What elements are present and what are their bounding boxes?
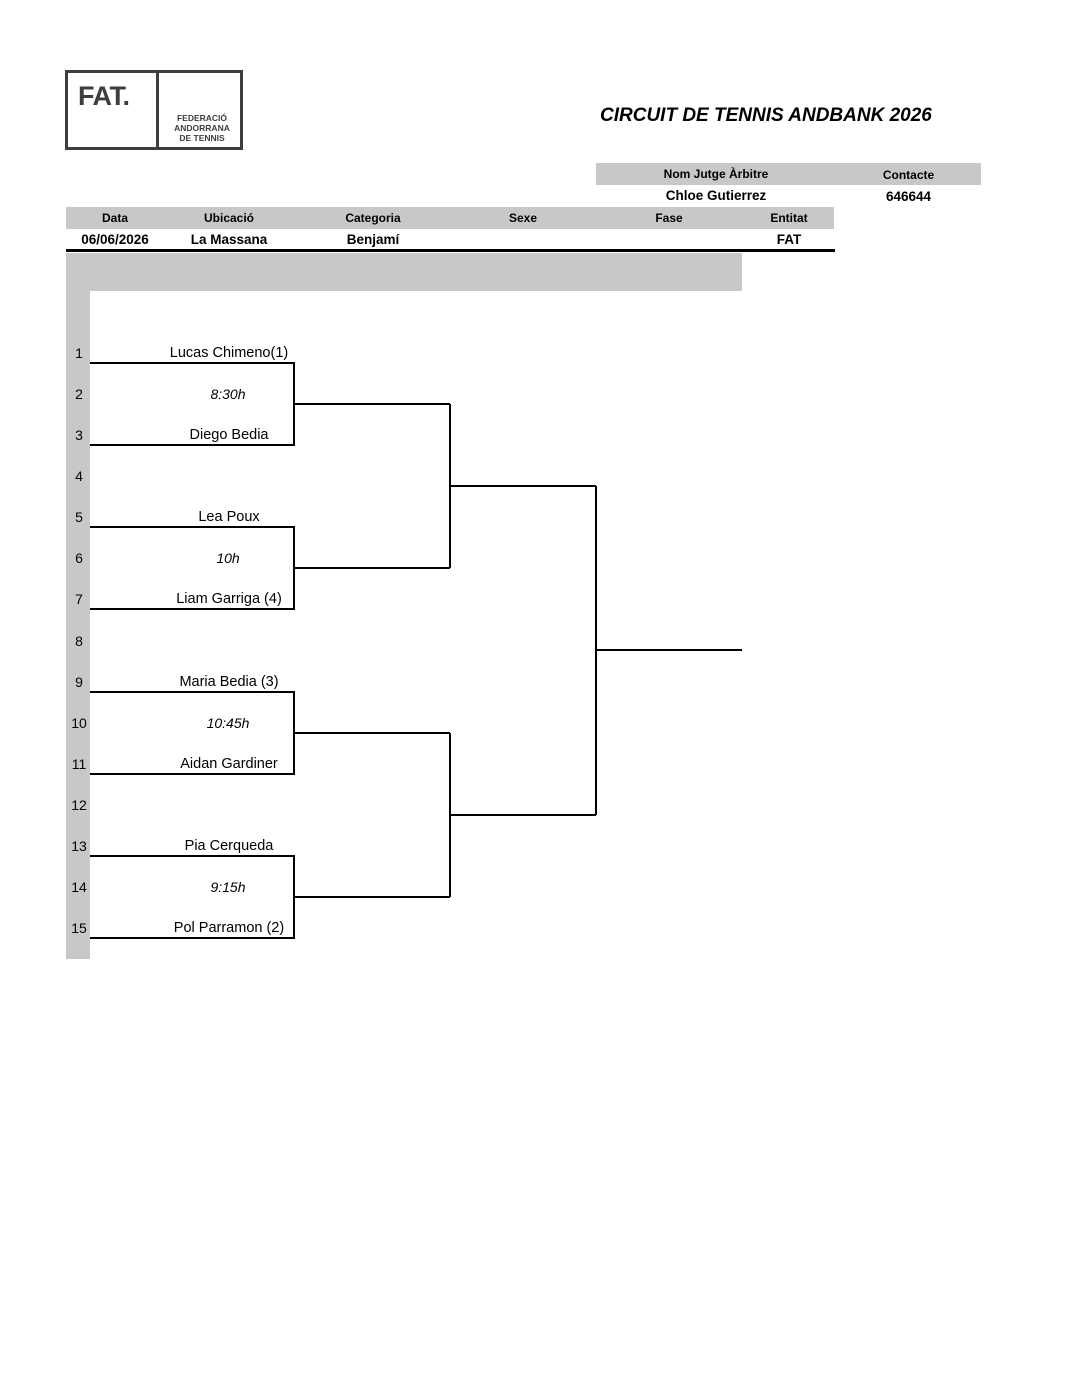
row-number: 10 [71,715,87,731]
row-number: 14 [71,879,87,895]
info-header-date: Data [101,211,128,225]
match-1-player-2: Diego Bedia [189,427,269,443]
info-header-entity: Entitat [770,211,808,225]
match-4-connector [90,855,450,939]
info-entity: FAT [776,232,802,247]
row-number: 7 [75,591,83,607]
info-date: 06/06/2026 [81,232,149,247]
info-header-category: Categoria [345,211,401,225]
row-number: 8 [75,633,83,649]
row-number: 11 [71,756,87,772]
row-number: 6 [75,550,83,566]
info-header-sex: Sexe [508,211,538,225]
match-4-player-2: Pol Parramon (2) [173,920,285,936]
match-2-player-2: Liam Garriga (4) [176,591,282,607]
contact-value: 646644 [885,189,932,204]
semifinal-2-connector [449,733,596,897]
match-1-connector [90,362,450,446]
match-2-time: 10h [216,550,240,566]
row-number: 12 [71,797,87,813]
row-number: 15 [71,920,87,936]
federation-logo: FAT. FEDERACIÓ ANDORRANA DE TENNIS [65,70,243,150]
referee-header-bar [596,163,981,185]
match-3-player-2: Aidan Gardiner [180,756,278,772]
info-header-phase: Fase [655,211,683,225]
row-number: 2 [75,386,83,402]
bracket-header-band [66,253,742,291]
logo-mark: FAT. [78,81,130,111]
info-category: Benjamí [346,232,400,247]
match-2-player-1: Lea Poux [198,509,260,525]
match-1-player-1: Lucas Chimeno(1) [169,345,289,361]
referee-name: Chloe Gutierrez [665,188,767,203]
final-connector [595,486,742,815]
match-2-connector [90,526,450,610]
logo-divider [156,73,159,147]
logo-federation-name: FEDERACIÓ ANDORRANA DE TENNIS [174,113,230,143]
info-header-bar [66,207,834,229]
info-location: La Massana [190,232,268,247]
row-number: 4 [75,468,83,484]
row-number: 3 [75,427,83,443]
match-3-time: 10:45h [206,715,250,731]
semifinal-1-connector [449,404,596,568]
match-3-connector [90,691,450,775]
match-3-player-1: Maria Bedia (3) [179,674,279,690]
info-bottom-rule [66,249,835,252]
referee-label: Nom Jutge Àrbitre [663,167,769,181]
match-1-time: 8:30h [210,386,246,402]
row-number: 9 [75,674,83,690]
row-number: 1 [75,345,83,361]
match-4-player-1: Pia Cerqueda [184,838,274,854]
tournament-title: CIRCUIT DE TENNIS ANDBANK 2026 [600,105,932,126]
row-number: 13 [71,838,87,854]
info-header-location: Ubicació [203,211,254,225]
contact-label: Contacte [882,168,935,182]
row-number: 5 [75,509,83,525]
row-number-column [66,253,90,959]
match-4-time: 9:15h [210,879,246,895]
